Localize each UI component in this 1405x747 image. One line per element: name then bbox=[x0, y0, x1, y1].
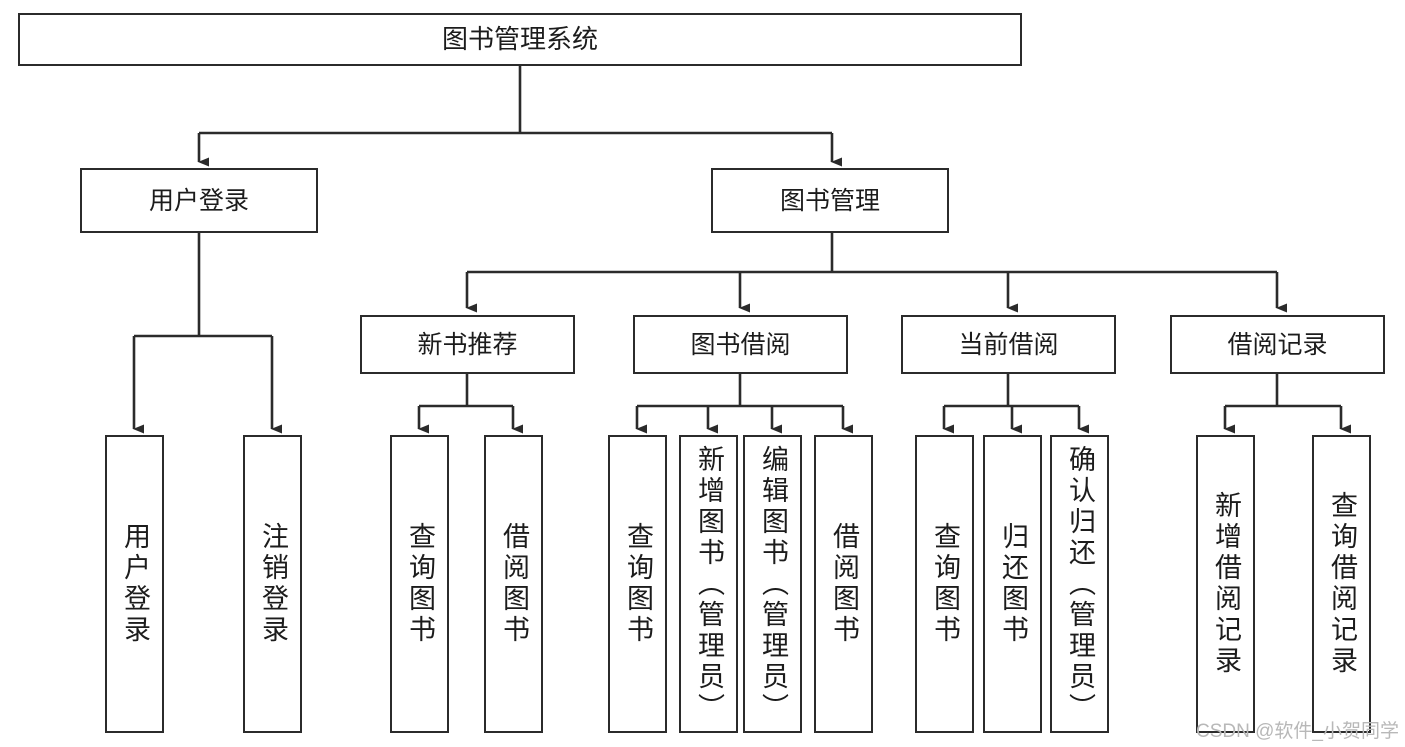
node-user-login-label: 用户登录 bbox=[148, 186, 249, 215]
node-leaf-query-record-label: 查询借阅记录 bbox=[1327, 491, 1357, 677]
node-leaf-confirm-return[interactable]: 确认归还（管理员） bbox=[1050, 435, 1109, 733]
node-leaf-query-book-3-label: 查询图书 bbox=[930, 522, 960, 646]
node-leaf-add-record-label: 新增借阅记录 bbox=[1211, 491, 1241, 677]
node-user-login[interactable]: 用户登录 bbox=[80, 168, 318, 233]
node-leaf-return-book-label: 归还图书 bbox=[998, 522, 1028, 646]
node-root-label: 图书管理系统 bbox=[441, 23, 598, 54]
node-leaf-add-book[interactable]: 新增图书（管理员） bbox=[679, 435, 738, 733]
node-leaf-borrow-book-1-label: 借阅图书 bbox=[499, 522, 529, 646]
node-leaf-edit-book-label: 编辑图书（管理员） bbox=[758, 444, 788, 724]
node-leaf-borrow-book-2[interactable]: 借阅图书 bbox=[814, 435, 873, 733]
node-borrow-record-label: 借阅记录 bbox=[1227, 330, 1328, 359]
watermark-text: CSDN @软件_小贺同学 bbox=[1196, 721, 1399, 742]
node-leaf-borrow-book-2-label: 借阅图书 bbox=[829, 522, 859, 646]
node-book-manage[interactable]: 图书管理 bbox=[711, 168, 949, 233]
node-leaf-query-book-1[interactable]: 查询图书 bbox=[390, 435, 449, 733]
node-current-borrow[interactable]: 当前借阅 bbox=[901, 315, 1116, 374]
node-borrow-record[interactable]: 借阅记录 bbox=[1170, 315, 1385, 374]
node-leaf-query-book-1-label: 查询图书 bbox=[405, 522, 435, 646]
node-leaf-logout[interactable]: 注销登录 bbox=[243, 435, 302, 733]
node-current-borrow-label: 当前借阅 bbox=[958, 330, 1059, 359]
node-new-book-rec-label: 新书推荐 bbox=[417, 330, 518, 359]
node-leaf-query-book-2[interactable]: 查询图书 bbox=[608, 435, 667, 733]
node-leaf-add-record[interactable]: 新增借阅记录 bbox=[1196, 435, 1255, 733]
node-leaf-user-login-label: 用户登录 bbox=[120, 522, 150, 646]
node-new-book-rec[interactable]: 新书推荐 bbox=[360, 315, 575, 374]
node-root[interactable]: 图书管理系统 bbox=[18, 13, 1022, 66]
node-leaf-logout-label: 注销登录 bbox=[258, 522, 288, 646]
node-book-borrow[interactable]: 图书借阅 bbox=[633, 315, 848, 374]
node-leaf-query-book-2-label: 查询图书 bbox=[623, 522, 653, 646]
node-leaf-borrow-book-1[interactable]: 借阅图书 bbox=[484, 435, 543, 733]
node-leaf-edit-book[interactable]: 编辑图书（管理员） bbox=[743, 435, 802, 733]
node-leaf-query-record[interactable]: 查询借阅记录 bbox=[1312, 435, 1371, 733]
node-leaf-user-login[interactable]: 用户登录 bbox=[105, 435, 164, 733]
node-leaf-add-book-label: 新增图书（管理员） bbox=[694, 444, 724, 724]
node-leaf-confirm-return-label: 确认归还（管理员） bbox=[1065, 444, 1095, 724]
node-leaf-query-book-3[interactable]: 查询图书 bbox=[915, 435, 974, 733]
node-leaf-return-book[interactable]: 归还图书 bbox=[983, 435, 1042, 733]
node-book-borrow-label: 图书借阅 bbox=[690, 330, 791, 359]
node-book-manage-label: 图书管理 bbox=[779, 186, 880, 215]
